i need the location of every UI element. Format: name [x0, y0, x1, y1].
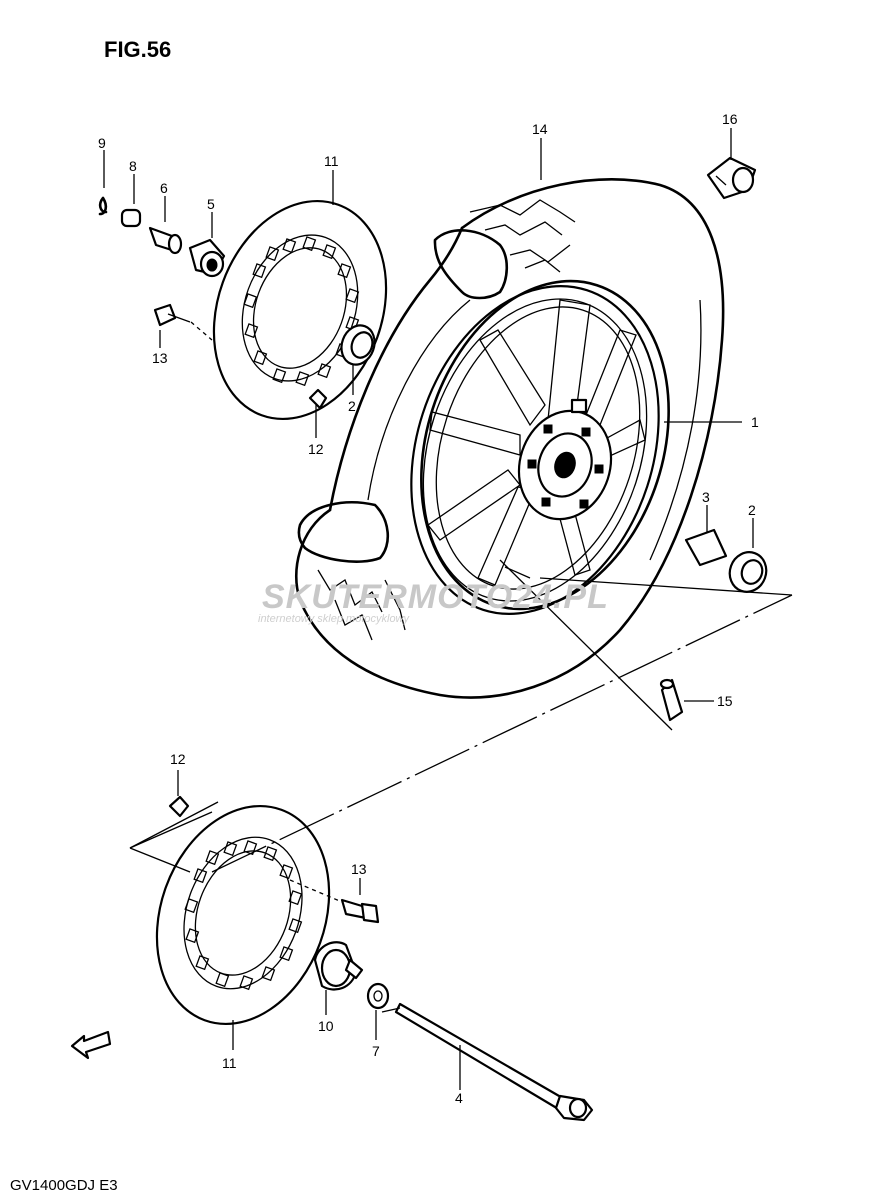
spacer-right — [684, 528, 728, 567]
callout-spacer-small: 8 — [129, 158, 137, 174]
spacer-small — [120, 208, 142, 228]
callout-bolt-lower: 13 — [351, 861, 367, 877]
tire — [294, 178, 725, 699]
callout-bearing-left: 2 — [348, 398, 356, 414]
bolt-lower — [289, 879, 380, 924]
watermark-tagline: internetowy sklep motocyklowy — [258, 613, 411, 625]
callout-valve: 15 — [717, 693, 733, 709]
figure-title: FIG.56 — [104, 37, 171, 62]
front-direction-arrow-icon — [70, 1030, 112, 1060]
collar — [188, 238, 226, 278]
bolt-upper — [153, 303, 213, 341]
wheel — [410, 279, 670, 615]
callout-disc-lower: 11 — [222, 1055, 237, 1071]
callout-spacer-right: 3 — [702, 489, 710, 505]
callout-collar: 5 — [207, 196, 215, 212]
washer — [366, 982, 390, 1010]
callout-speedometer-gearbox: 10 — [318, 1018, 334, 1034]
callout-lock-washer-lower: 12 — [170, 751, 186, 767]
callout-clip: 9 — [98, 135, 106, 151]
brake-disc-upper — [212, 199, 388, 421]
spacer-left — [148, 226, 183, 255]
callout-bearing-right: 2 — [748, 502, 756, 518]
clip — [98, 196, 108, 216]
callout-washer: 7 — [372, 1043, 380, 1059]
lock-washer-lower — [168, 795, 190, 818]
callout-lock-washer-upper: 12 — [308, 441, 324, 457]
speedometer-gearbox — [313, 941, 364, 991]
bearing-upper — [340, 324, 376, 366]
axle — [394, 1002, 594, 1122]
callout-tire: 14 — [532, 121, 548, 137]
valve — [659, 678, 684, 722]
model-code: GV1400GDJ E3 — [10, 1177, 118, 1194]
brake-disc-lower — [155, 804, 331, 1026]
callout-disc-upper: 11 — [324, 153, 339, 169]
callout-balancer: 16 — [722, 111, 738, 127]
balancer — [706, 156, 757, 200]
callout-bolt-upper: 13 — [152, 350, 168, 366]
callout-axle: 4 — [455, 1090, 463, 1106]
callout-labels: 9 8 6 5 11 14 16 13 2 12 1 3 2 15 12 13 … — [98, 111, 759, 1106]
bearing-right — [728, 551, 768, 593]
watermark: SKUTERMOTO24.PL internetowy sklep motocy… — [258, 578, 609, 625]
lock-washer-upper — [308, 388, 328, 410]
watermark-brand: SKUTERMOTO24.PL — [262, 578, 609, 616]
callout-wheel: 1 — [751, 414, 759, 430]
callout-spacer-left: 6 — [160, 180, 168, 196]
leader-lines — [103, 128, 793, 1090]
